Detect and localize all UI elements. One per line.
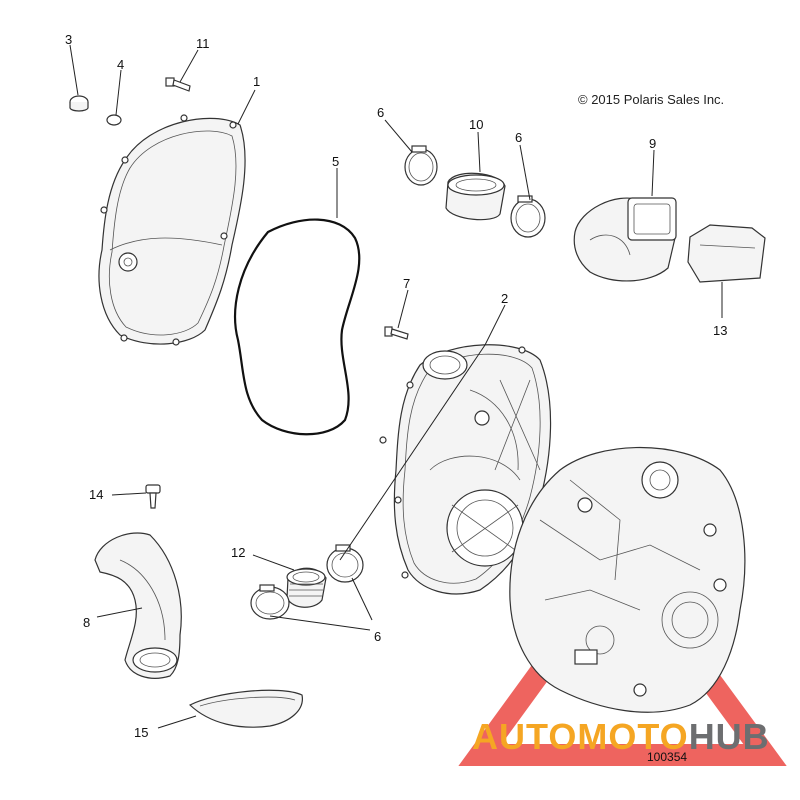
callout-6-top-left: 6	[377, 105, 384, 120]
callout-9: 9	[649, 136, 656, 151]
callout-6-top-right: 6	[515, 130, 522, 145]
part-duct-cover	[687, 224, 766, 283]
part-push-rivet	[145, 484, 161, 509]
callout-6-bottom: 6	[374, 629, 381, 644]
callout-1: 1	[253, 74, 260, 89]
callout-13: 13	[713, 323, 727, 338]
part-clamp-top-left	[404, 145, 438, 186]
watermark-brand-moto: MOTO	[577, 716, 688, 757]
part-clamp-bottom-right	[326, 544, 364, 583]
part-clamp-top-right	[510, 195, 546, 238]
part-cap-plug	[69, 95, 89, 112]
callout-15: 15	[134, 725, 148, 740]
part-outer-cover	[98, 114, 246, 346]
callout-2: 2	[501, 291, 508, 306]
part-clamp-bottom-left	[250, 584, 290, 620]
part-shield-plate	[188, 689, 303, 728]
leader-lines	[69, 44, 723, 729]
watermark-brand: AUTOMOTOHUB	[472, 716, 770, 757]
part-duct-sleeve	[445, 172, 506, 221]
watermark-brand-hub: HUB	[689, 716, 770, 757]
part-intake-duct	[94, 532, 182, 679]
part-large-gasket	[234, 218, 361, 436]
watermark-brand-text: AUTOMOTOHUB	[472, 716, 770, 757]
callout-8: 8	[83, 615, 90, 630]
part-engine-housing	[509, 446, 746, 713]
copyright-notice: © 2015 Polaris Sales Inc.	[578, 92, 724, 107]
diagram-number: 100354	[647, 750, 687, 764]
part-duct-elbow	[573, 197, 677, 282]
part-bolt-top	[165, 77, 191, 92]
callout-4: 4	[117, 57, 124, 72]
callout-10: 10	[469, 117, 483, 132]
part-inner-cover	[379, 344, 552, 595]
callout-11: 11	[196, 36, 210, 51]
part-threaded-collar	[286, 567, 327, 608]
callout-3: 3	[65, 32, 72, 47]
callout-5: 5	[332, 154, 339, 169]
part-bolt-middle	[384, 326, 409, 340]
callout-labels: 1 2 3 4 5 6 6 6 7 8 9 10 11 12 13 14 15	[65, 32, 727, 740]
watermark-brand-auto: AUTO	[472, 716, 577, 757]
callout-7: 7	[403, 276, 410, 291]
callout-12: 12	[231, 545, 245, 560]
part-small-o-ring	[106, 114, 122, 126]
callout-14: 14	[89, 487, 103, 502]
